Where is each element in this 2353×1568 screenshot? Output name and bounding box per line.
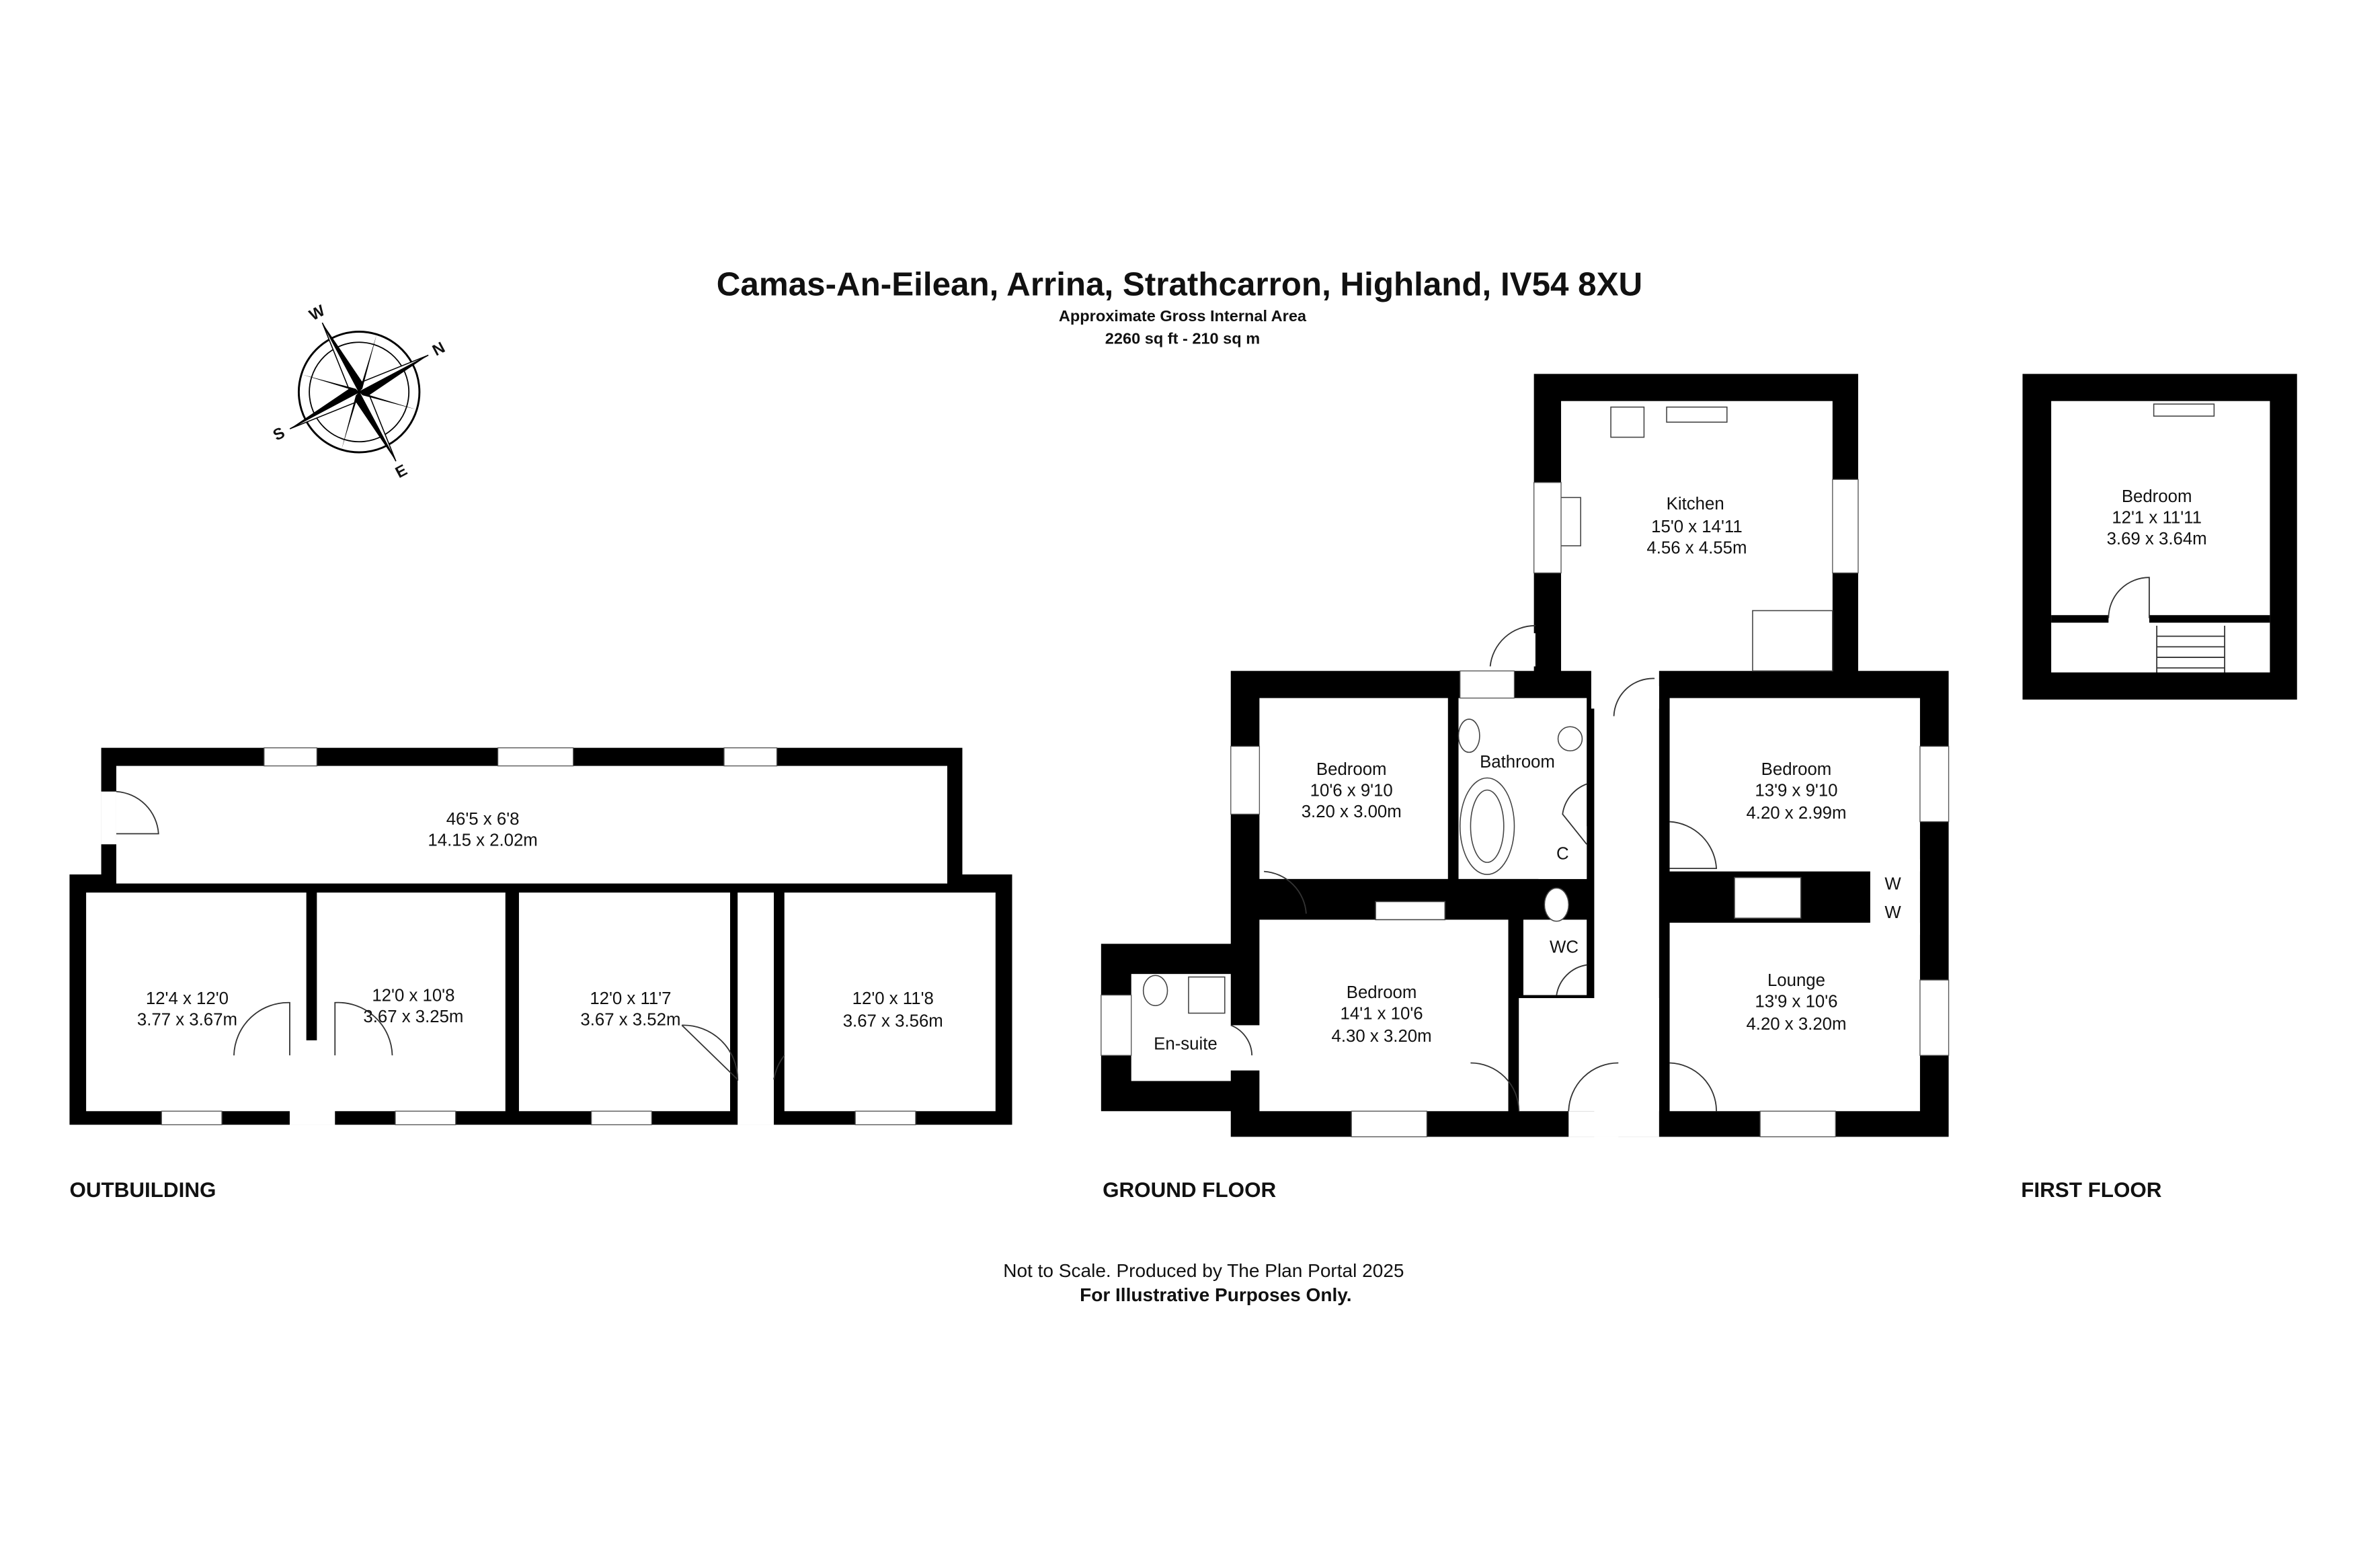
kitchen-name: Kitchen <box>1667 495 1724 513</box>
cupboard-label: C <box>1556 845 1569 864</box>
lounge-metric: 4.20 x 3.20m <box>1746 1015 1846 1034</box>
plan-title: Camas-An-Eilean, Arrina, Strathcarron, H… <box>717 266 1642 303</box>
compass-s: S <box>270 423 288 444</box>
outbuilding-plan: 46'5 x 6'8 14.15 x 2.02m 12'4 x 12'0 3.7… <box>69 747 1012 1126</box>
lounge-imperial: 13'9 x 10'6 <box>1755 993 1837 1012</box>
outbuilding-room-metric: 3.67 x 3.52m <box>580 1010 680 1029</box>
ground-floor-label: GROUND FLOOR <box>1103 1178 1276 1202</box>
first-floor-label: FIRST FLOOR <box>2021 1178 2162 1202</box>
outbuilding-room-imperial: 12'0 x 10'8 <box>372 987 454 1005</box>
ground-floor-plan: Kitchen 15'0 x 14'11 4.56 x 4.55m Bedroo… <box>1101 374 1950 1138</box>
bedroom3-metric: 4.30 x 3.20m <box>1332 1027 1432 1046</box>
outbuilding-room-imperial: 12'4 x 12'0 <box>146 989 229 1008</box>
bedroom2-imperial: 13'9 x 9'10 <box>1755 781 1837 800</box>
outbuilding-room-metric: 3.67 x 3.56m <box>843 1012 943 1031</box>
bedroom1-name: Bedroom <box>1316 760 1387 779</box>
area-subtitle: Approximate Gross Internal Area <box>1059 307 1307 325</box>
bedroom3-imperial: 14'1 x 10'6 <box>1341 1004 1423 1023</box>
outbuilding-room-imperial: 12'0 x 11'7 <box>590 989 671 1008</box>
bedroom3-name: Bedroom <box>1347 983 1417 1002</box>
first-floor-bedroom-metric: 3.69 x 3.64m <box>2107 530 2207 548</box>
outbuilding-room-metric: 14.15 x 2.02m <box>428 831 537 850</box>
outbuilding-room-imperial: 12'0 x 11'8 <box>852 989 934 1008</box>
kitchen-imperial: 15'0 x 14'11 <box>1651 518 1743 536</box>
outbuilding-label: OUTBUILDING <box>69 1178 216 1202</box>
kitchen-metric: 4.56 x 4.55m <box>1646 538 1747 557</box>
footer-disclaimer: For Illustrative Purposes Only. <box>1080 1284 1351 1305</box>
bedroom2-metric: 4.20 x 2.99m <box>1746 804 1846 823</box>
wardrobe-label: W <box>1884 875 1901 894</box>
lounge-name: Lounge <box>1767 971 1825 990</box>
bathroom-name: Bathroom <box>1480 753 1555 772</box>
first-floor-bedroom-imperial: 12'1 x 11'11 <box>2112 508 2202 527</box>
first-floor-plan: Bedroom 12'1 x 11'11 3.69 x 3.64m <box>2022 374 2297 700</box>
outbuilding-room-imperial: 46'5 x 6'8 <box>446 810 520 829</box>
footer-note: Not to Scale. Produced by The Plan Porta… <box>1003 1260 1404 1281</box>
compass-rose-icon: W N S E <box>270 301 448 481</box>
area-value: 2260 sq ft - 210 sq m <box>1105 329 1260 347</box>
bedroom1-imperial: 10'6 x 9'10 <box>1310 781 1393 800</box>
compass-e: E <box>393 461 410 481</box>
ensuite-name: En-suite <box>1154 1034 1218 1053</box>
wc-label: WC <box>1550 938 1579 957</box>
compass-n: N <box>430 338 448 359</box>
bedroom1-metric: 3.20 x 3.00m <box>1302 802 1402 821</box>
compass-w: W <box>306 301 328 324</box>
bedroom2-name: Bedroom <box>1761 760 1832 779</box>
outbuilding-room-metric: 3.67 x 3.25m <box>363 1007 463 1026</box>
wardrobe-label: W <box>1884 903 1901 922</box>
first-floor-bedroom-name: Bedroom <box>2122 487 2192 506</box>
outbuilding-room-metric: 3.77 x 3.67m <box>137 1010 237 1029</box>
